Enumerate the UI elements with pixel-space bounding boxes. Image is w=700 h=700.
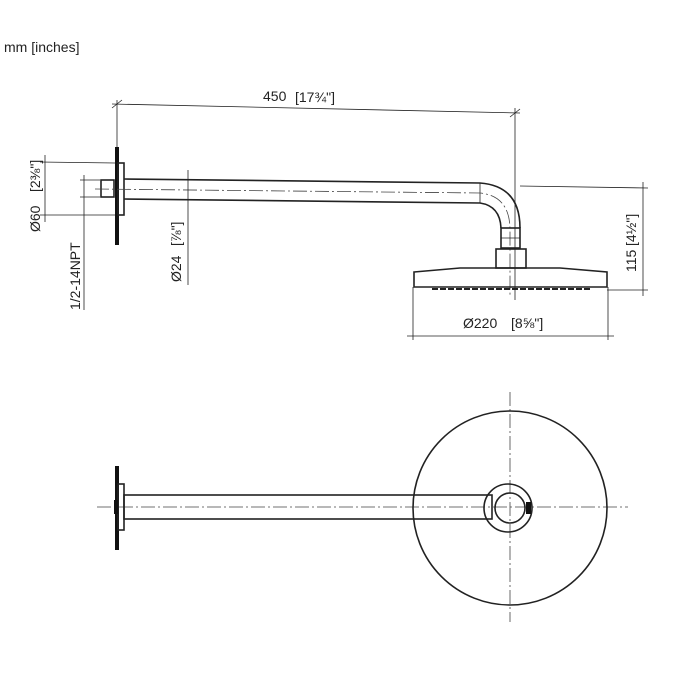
head-diameter-mm: Ø220 — [463, 315, 497, 331]
flange-diameter-mm: Ø60 — [27, 205, 43, 232]
arm-top-view — [123, 494, 493, 520]
thread-nut — [100, 179, 115, 198]
arm-diameter-mm: Ø24 — [168, 255, 184, 282]
top-view — [97, 392, 628, 622]
arm-bottom-edge — [123, 198, 502, 229]
head-connector — [495, 248, 527, 269]
units-label: mm [inches] — [4, 39, 79, 55]
head-diameter-inch: [8⅝"] — [511, 315, 543, 331]
side-view: 450 [17¾"] Ø60 [2⅜"] 1/2-14NPT Ø24 [⅞"] … — [27, 88, 649, 340]
length-inch: [17¾"] — [295, 89, 335, 105]
drop-height-mm: 115 — [623, 249, 639, 272]
shower-head — [413, 267, 608, 288]
drop-height-inch: [4½"] — [623, 214, 639, 246]
length-mm: 450 — [263, 88, 287, 104]
shower-head-outline — [412, 410, 608, 606]
arm-diameter-inch: [⅞"] — [168, 222, 184, 246]
thread-spec: 1/2-14NPT — [67, 242, 83, 310]
flange-diameter-inch: [2⅜"] — [27, 160, 43, 192]
